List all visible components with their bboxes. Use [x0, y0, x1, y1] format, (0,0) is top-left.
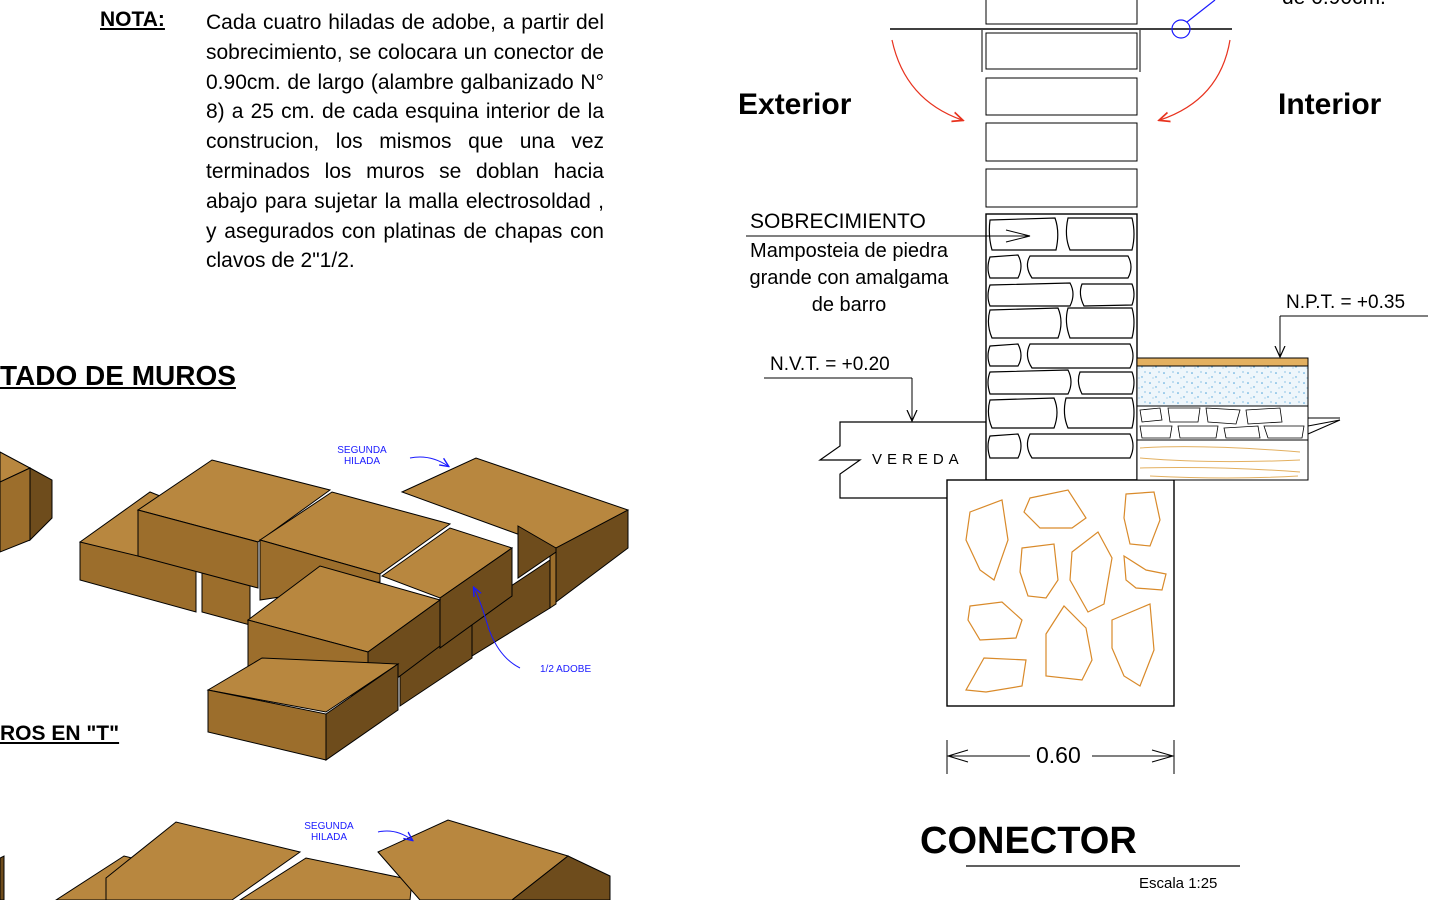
note-segunda-hilada-2: SEGUNDA HILADA: [304, 821, 354, 843]
label-mamposteria: Mamposteia de piedra grande con amalgama…: [749, 240, 949, 316]
label-sobrecimiento: SOBRECIMIENTO: [750, 210, 926, 233]
label-nvt: N.V.T. = +0.20: [770, 354, 890, 375]
adobe-t-drawing: [0, 819, 611, 900]
nota-label: NOTA:: [100, 8, 165, 31]
adobe-corner-drawing: [0, 451, 630, 761]
label-interior: Interior: [1278, 88, 1382, 121]
wall-section-detail: [746, 0, 1428, 867]
scale-label: Escala 1:25: [1139, 875, 1218, 892]
dimension-width: 0.60: [1036, 742, 1081, 768]
title-muros: TADO DE MUROS: [0, 360, 236, 391]
label-exterior: Exterior: [738, 88, 852, 121]
label-connector-length: de 0.90cm.: [1282, 0, 1386, 10]
note-half-adobe: 1/2 ADOBE: [540, 664, 592, 675]
label-npt: N.P.T. = +0.35: [1286, 292, 1406, 313]
nota-body: Cada cuatro hiladas de adobe, a partir d…: [206, 11, 604, 273]
note-segunda-hilada-1: SEGUNDA HILADA: [337, 445, 387, 467]
title-muros-t: ROS EN "T": [0, 722, 120, 745]
label-vereda: VEREDA: [872, 451, 964, 468]
detail-title: CONECTOR: [920, 820, 1137, 862]
